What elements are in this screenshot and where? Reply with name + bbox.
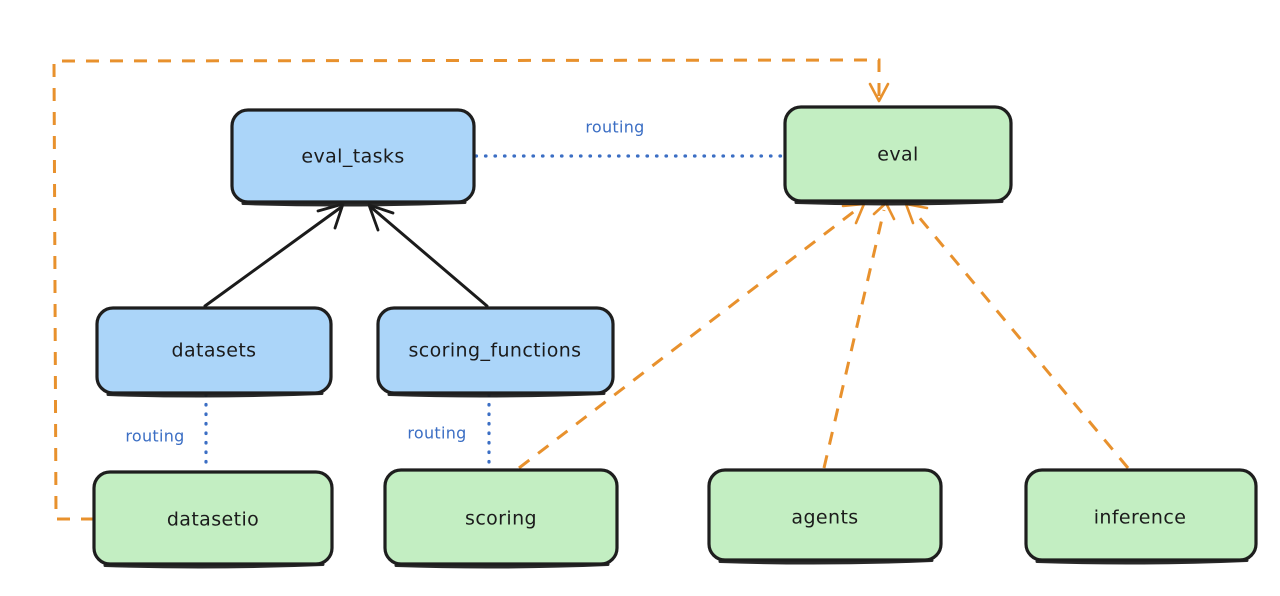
- edge-inference-to-eval: [904, 202, 1130, 469]
- routing-edges-group: [204, 154, 785, 470]
- node-eval_tasks-sketch-underline: [241, 201, 467, 207]
- edge-label-routing-scoring_functions-scoring: routing: [407, 424, 466, 443]
- node-eval-sketch-underline: [794, 200, 1004, 206]
- node-datasetio-sketch-underline: [103, 563, 325, 569]
- node-eval-label: eval: [877, 144, 918, 166]
- node-inference-shape[interactable]: [1024, 468, 1258, 562]
- node-eval-shape[interactable]: [783, 105, 1013, 203]
- node-scoring_functions-shape[interactable]: [376, 306, 615, 395]
- dependency-edges-group: [52, 58, 1130, 521]
- node-eval_tasks-label: eval_tasks: [301, 146, 404, 168]
- node-datasetio-shape[interactable]: [92, 470, 334, 566]
- node-eval_tasks[interactable]: eval_tasks: [230, 108, 476, 207]
- node-scoring_functions-sketch-underline: [387, 392, 606, 398]
- node-datasets-sketch-underline: [106, 392, 324, 398]
- node-inference-label: inference: [1094, 507, 1187, 529]
- node-agents-sketch-underline: [718, 559, 934, 565]
- node-inference-sketch-underline: [1035, 559, 1249, 565]
- edge-datasetio-to-eval: [52, 58, 890, 521]
- node-datasets-shape[interactable]: [95, 306, 333, 395]
- node-datasetio[interactable]: datasetio: [92, 470, 334, 569]
- node-agents-label: agents: [791, 507, 858, 529]
- node-datasets-label: datasets: [172, 340, 257, 362]
- edge-label-routing-datasets-datasetio: routing: [125, 427, 184, 446]
- edge-scoring_functions-to-eval_tasks: [367, 203, 489, 308]
- node-agents[interactable]: agents: [707, 468, 943, 565]
- solid-edges-group: [203, 202, 489, 308]
- node-datasetio-label: datasetio: [167, 509, 259, 531]
- node-datasets[interactable]: datasets: [95, 306, 333, 398]
- node-scoring_functions-label: scoring_functions: [409, 340, 582, 362]
- node-scoring-shape[interactable]: [383, 468, 619, 566]
- node-scoring_functions[interactable]: scoring_functions: [376, 306, 615, 398]
- edge-datasets-to-eval_tasks: [203, 202, 345, 308]
- edge-agents-to-eval: [822, 201, 896, 469]
- node-eval[interactable]: eval: [783, 105, 1013, 206]
- node-scoring-sketch-underline: [394, 563, 610, 569]
- node-inference[interactable]: inference: [1024, 468, 1258, 565]
- node-scoring[interactable]: scoring: [383, 468, 619, 569]
- node-scoring-label: scoring: [465, 508, 537, 530]
- node-eval_tasks-shape[interactable]: [230, 108, 476, 204]
- edge-label-routing-eval_tasks-eval: routing: [585, 118, 644, 137]
- node-agents-shape[interactable]: [707, 468, 943, 562]
